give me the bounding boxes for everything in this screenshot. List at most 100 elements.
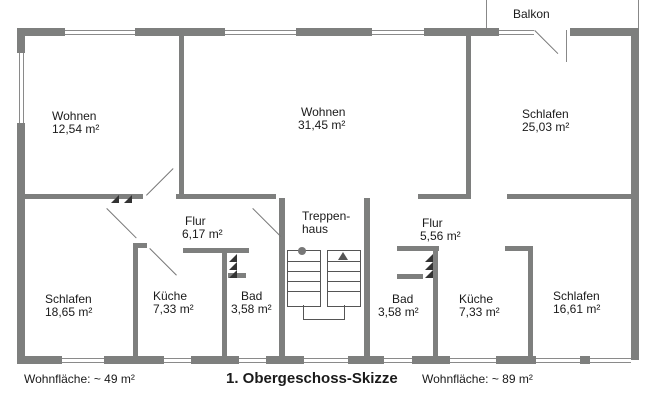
room-area: 7,33 m² [153,302,194,316]
wall-left [17,123,25,360]
vent-icon [425,262,433,270]
room-label-schlafen-right: Schlafen 16,61 m² [553,290,600,316]
room-label-flur-left: Flur 6,17 m² [182,215,223,241]
room-area: 6,17 m² [182,227,223,241]
door-leaf [566,30,567,62]
vent-icon [229,262,237,270]
wall-interior [25,194,143,199]
room-area: 16,61 m² [553,302,601,316]
door-swing [146,168,174,196]
wall-right [631,28,639,360]
window-bottom [384,358,412,363]
room-name-line2: haus [302,222,329,236]
wall-interior [176,194,276,199]
room-label-bad-left: Bad 3,58 m² [231,290,272,316]
room-name: Wohnen [52,109,97,123]
wall-interior [364,198,370,356]
balcony-label: Balkon [513,7,550,21]
wall-interior [397,246,439,251]
wall-interior [528,246,533,356]
wall-interior [222,248,227,356]
room-label-kueche-right: Küche 7,33 m² [459,293,500,319]
wall-bottom [412,356,450,364]
wall-bottom [580,356,590,364]
wall-interior [466,36,471,194]
window-top-1 [65,30,135,35]
wall-bottom [496,356,536,364]
room-name: Schlafen [45,292,92,306]
room-label-schlafen-top-right: Schlafen 25,03 m² [522,108,569,134]
window-bottom [536,358,580,363]
room-label-wohnen-mid: Wohnen 31,45 m² [298,106,345,132]
wall-interior [433,246,438,356]
room-name: Küche [153,289,188,303]
window-bottom [304,358,348,363]
room-label-schlafen-left: Schlafen 18,65 m² [45,293,92,319]
window-left [19,53,24,123]
wall-interior [505,246,533,251]
wall-bottom [348,356,384,364]
window-bottom [239,358,266,363]
wall-interior [279,198,285,356]
staircase [287,247,362,322]
room-label-bad-right: Bad 3,58 m² [378,293,419,319]
wall-bottom [191,356,239,364]
room-label-flur-right: Flur 5,56 m² [420,217,461,243]
wall-interior [179,36,184,194]
room-name: Küche [459,292,494,306]
room-label-kueche-left: Küche 7,33 m² [153,290,194,316]
vent-icon [425,254,433,262]
wall-top [17,28,65,36]
vent-icon [425,270,433,278]
room-name: Bad [241,289,263,303]
wall-interior [228,273,246,278]
wall-bottom [266,356,304,364]
room-area: 3,58 m² [378,305,419,319]
wall-top [570,28,638,36]
wall-interior [507,194,631,199]
wall-left [17,28,25,53]
stair-flight-left [287,250,321,307]
room-name: Flur [422,216,443,230]
vent-icon [124,195,132,203]
wall-interior [133,243,138,356]
balcony-rail-left [486,0,487,29]
stair-start-icon [298,247,306,255]
room-area: 25,03 m² [522,120,570,134]
wall-interior [183,248,249,253]
door-swing [252,208,282,237]
plan-title: 1. Obergeschoss-Skizze [226,370,398,387]
room-area: 5,56 m² [420,229,461,243]
wall-bottom [104,356,164,364]
room-name-line1: Treppen- [302,209,351,223]
wall-interior [397,274,423,279]
wall-bottom [17,356,62,364]
wall-top [296,28,372,36]
room-area: 18,65 m² [45,305,93,319]
room-name: Schlafen [522,107,569,121]
stair-landing [303,305,345,320]
living-area-left: Wohnfläche: ~ 49 m² [24,372,135,386]
room-area: 3,58 m² [231,302,272,316]
window-top-2 [225,30,296,35]
window-bottom [590,358,631,363]
living-area-right: Wohnfläche: ~ 89 m² [422,372,533,386]
window-top-4 [499,30,534,35]
stair-arrow-icon [338,252,348,260]
room-name: Flur [185,214,206,228]
door-swing [106,208,137,239]
wall-top [424,28,499,36]
door-swing [534,30,559,55]
room-name: Bad [392,292,414,306]
vent-icon [229,270,237,278]
room-area: 31,45 m² [298,118,346,132]
room-name: Schlafen [553,289,600,303]
vent-icon [111,195,119,203]
window-bottom [450,358,496,363]
window-bottom [62,358,104,363]
door-swing [149,248,177,276]
vent-icon [229,254,237,262]
window-top-3 [372,30,424,35]
window-bottom [164,358,191,363]
